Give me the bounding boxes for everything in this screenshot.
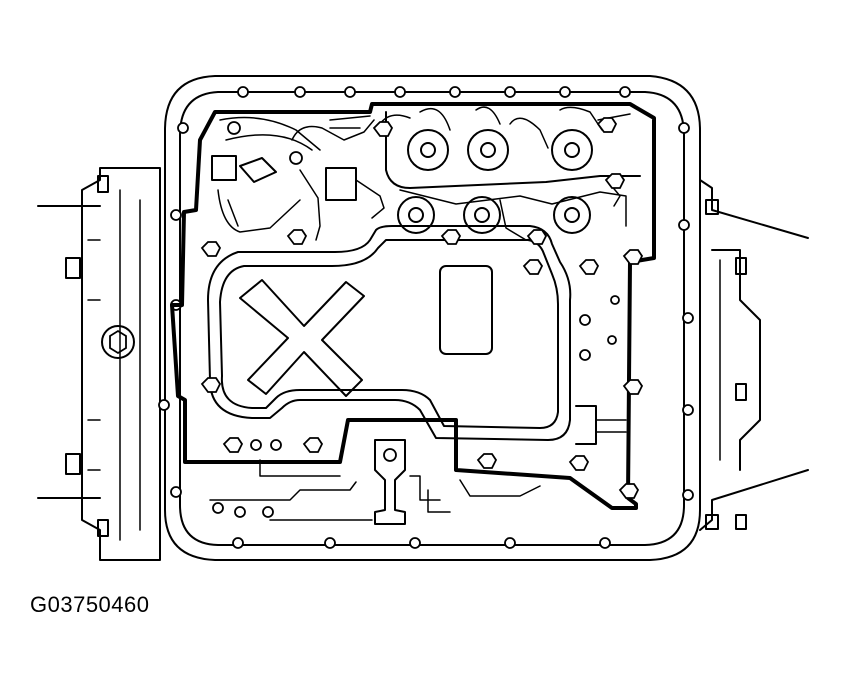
transmission-case-right	[699, 179, 809, 531]
flange-bolt-holes	[158, 86, 694, 549]
figure-caption: G03750460	[30, 592, 150, 617]
oil-pan-flange	[164, 75, 701, 561]
oil-strainer	[207, 225, 572, 441]
wiring-harness	[211, 115, 385, 241]
valve-body-bolts	[200, 117, 644, 499]
oil-pan-flange-inner	[179, 91, 685, 546]
manual-valve-section	[209, 405, 627, 525]
transmission-case	[37, 167, 161, 561]
valve-body-plugs	[250, 295, 620, 451]
